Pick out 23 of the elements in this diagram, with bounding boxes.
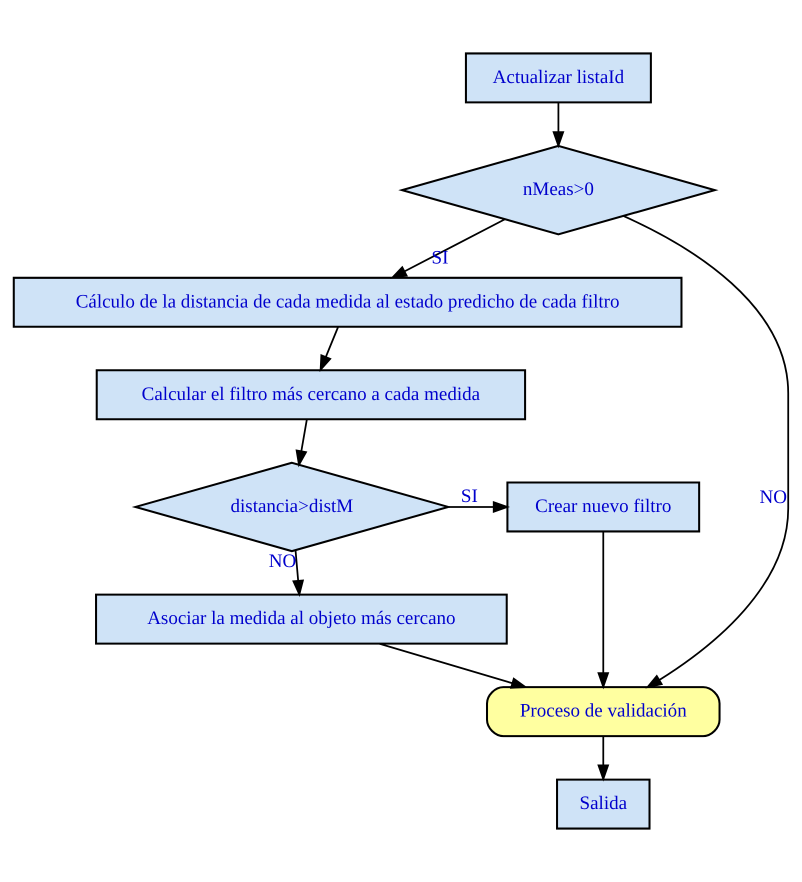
node-diamond: nMeas>0 bbox=[398, 144, 719, 236]
node-box: Salida bbox=[556, 778, 651, 830]
edge-label: SI bbox=[432, 248, 448, 269]
node-box: Cálculo de la distancia de cada medida al estado predicho de cada filtro bbox=[12, 276, 682, 328]
arrow bbox=[379, 642, 528, 689]
arrow bbox=[448, 500, 510, 513]
edge-label: SI bbox=[460, 486, 478, 507]
arrow bbox=[552, 102, 564, 148]
edge-label: NO bbox=[760, 487, 787, 508]
node-diamond: distancia>distM bbox=[132, 462, 452, 552]
arrow bbox=[296, 419, 308, 468]
arrow bbox=[390, 218, 506, 279]
arrow bbox=[623, 215, 790, 688]
arrow bbox=[292, 550, 304, 598]
arrow bbox=[597, 531, 610, 690]
arrow bbox=[597, 736, 610, 782]
node-box: Asociar la medida al objeto más cercano bbox=[95, 594, 508, 645]
node-box: Crear nuevo filtro bbox=[506, 481, 700, 532]
node-box: Proceso de validación bbox=[486, 686, 721, 738]
arrow bbox=[320, 326, 339, 372]
node-box: Calcular el filtro más cercano a cada medida bbox=[96, 369, 526, 420]
edge-label: NO bbox=[268, 551, 296, 572]
node-box: Actualizar listaId bbox=[464, 52, 652, 104]
